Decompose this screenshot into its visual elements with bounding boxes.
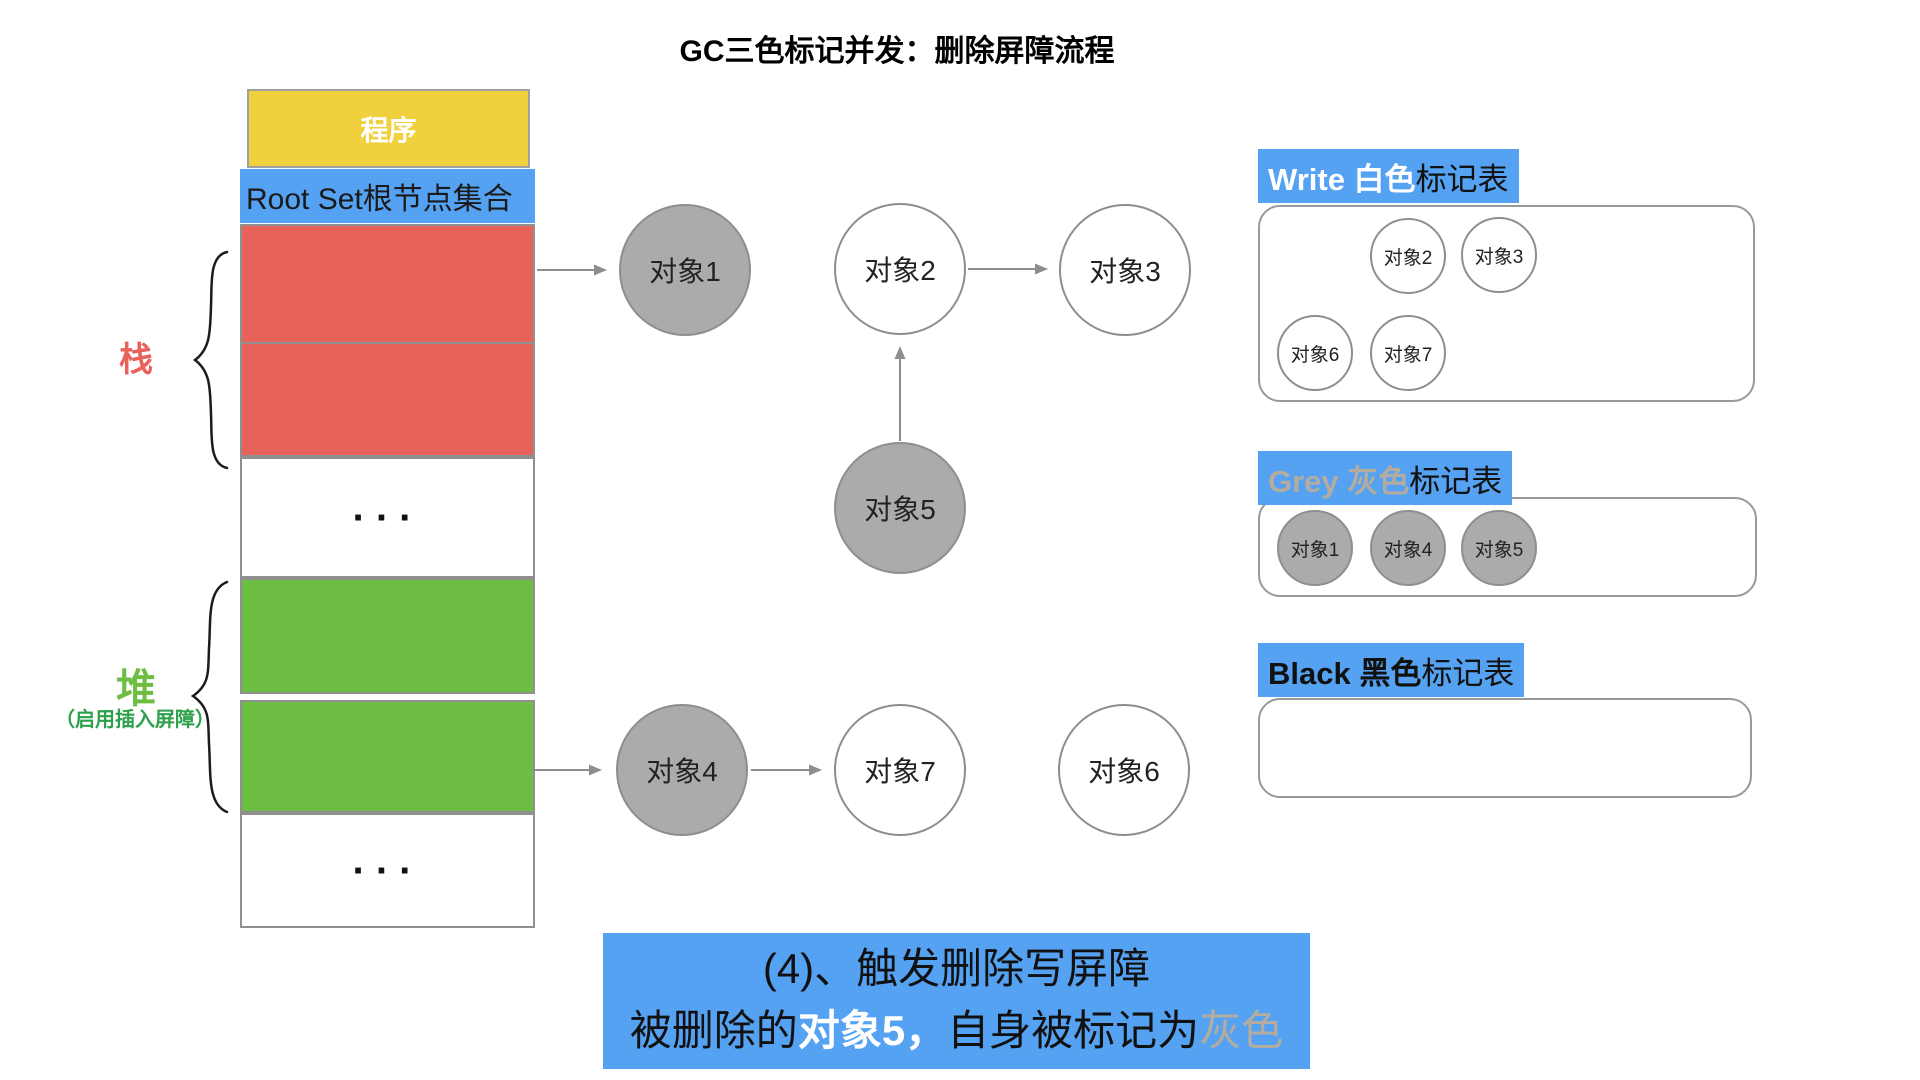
memory-ellipsis-row-1: ··· — [240, 457, 535, 578]
ellipsis-dots: ··· — [352, 848, 423, 893]
program-label: 程序 — [360, 114, 417, 146]
caption-line2-color-word: 灰色 — [1199, 1007, 1284, 1054]
object-label: 对象5 — [864, 494, 936, 525]
memory-ellipsis-row-2: ··· — [240, 813, 535, 928]
object-label: 对象4 — [1383, 539, 1433, 561]
white-table-object-2: 对象2 — [1370, 218, 1446, 294]
object-label: 对象3 — [1089, 256, 1161, 287]
grey-table-object-4: 对象4 — [1370, 510, 1446, 586]
page-title: GC三色标记并发：删除屏障流程 — [679, 35, 1115, 68]
object-label: 对象6 — [1290, 344, 1340, 366]
object-label: 对象1 — [649, 256, 721, 287]
object-node-2: 对象2 — [834, 203, 966, 335]
heap-sublabel: （启用插入屏障） — [55, 709, 215, 731]
object-node-1: 对象1 — [619, 204, 751, 336]
heap-slot-2 — [240, 700, 535, 813]
object-label: 对象5 — [1474, 539, 1524, 561]
root-set-label: Root Set根节点集合 — [246, 183, 513, 216]
white-table-object-7: 对象7 — [1370, 315, 1446, 391]
heap-slot-1 — [240, 578, 535, 694]
object-label: 对象1 — [1290, 539, 1340, 561]
object-label: 对象7 — [1383, 344, 1433, 366]
object-label: 对象6 — [1088, 756, 1160, 787]
root-set-band: Root Set根节点集合 — [240, 169, 535, 223]
black-table-header: Black 黑色标记表 — [1258, 643, 1525, 697]
caption-line-2: 被删除的对象5，自身被标记为灰色 — [603, 1000, 1310, 1062]
caption-line2-prefix: 被删除的 — [629, 1007, 798, 1054]
object-node-3: 对象3 — [1059, 204, 1191, 336]
black-table-box — [1258, 698, 1752, 798]
heap-brace — [190, 580, 229, 814]
object-label: 对象7 — [864, 756, 936, 787]
grey-table-header: Grey 灰色标记表 — [1258, 451, 1513, 505]
object-node-6: 对象6 — [1058, 704, 1190, 836]
white-table-object-6: 对象6 — [1277, 315, 1353, 391]
grey-table-title-zh: 标记表 — [1409, 463, 1503, 499]
white-table-title-zh: 标记表 — [1415, 161, 1509, 197]
white-table-header: Write 白色标记表 — [1258, 149, 1519, 203]
program-box: 程序 — [247, 89, 530, 168]
caption-line2-object: 对象5， — [797, 1007, 948, 1054]
caption-line-1: (4)、触发删除写屏障 — [762, 945, 1151, 992]
object-node-5: 对象5 — [834, 442, 966, 574]
grey-table-title-en: Grey 灰色 — [1268, 463, 1410, 499]
step-caption: (4)、触发删除写屏障 被删除的对象5，自身被标记为灰色 — [603, 933, 1310, 1069]
object-label: 对象4 — [646, 756, 718, 787]
grey-table-object-5: 对象5 — [1461, 510, 1537, 586]
grey-table-object-1: 对象1 — [1277, 510, 1353, 586]
black-table-title-en: Black 黑色 — [1268, 655, 1422, 691]
object-label: 对象2 — [864, 255, 936, 286]
stack-slot-1 — [240, 224, 535, 344]
white-table-title-en: Write 白色 — [1268, 161, 1416, 197]
white-table-object-3: 对象3 — [1461, 217, 1537, 293]
object-label: 对象3 — [1474, 246, 1524, 268]
caption-line2-middle: 自身被标记为 — [947, 1007, 1200, 1054]
heap-label: 堆 — [116, 667, 156, 711]
stack-brace — [192, 250, 229, 470]
stack-label: 栈 — [119, 341, 153, 379]
object-label: 对象2 — [1383, 247, 1433, 269]
black-table-title-zh: 标记表 — [1421, 655, 1515, 691]
ellipsis-dots: ··· — [352, 495, 423, 540]
stack-slot-2 — [240, 342, 535, 457]
object-node-4: 对象4 — [616, 704, 748, 836]
object-node-7: 对象7 — [834, 704, 966, 836]
